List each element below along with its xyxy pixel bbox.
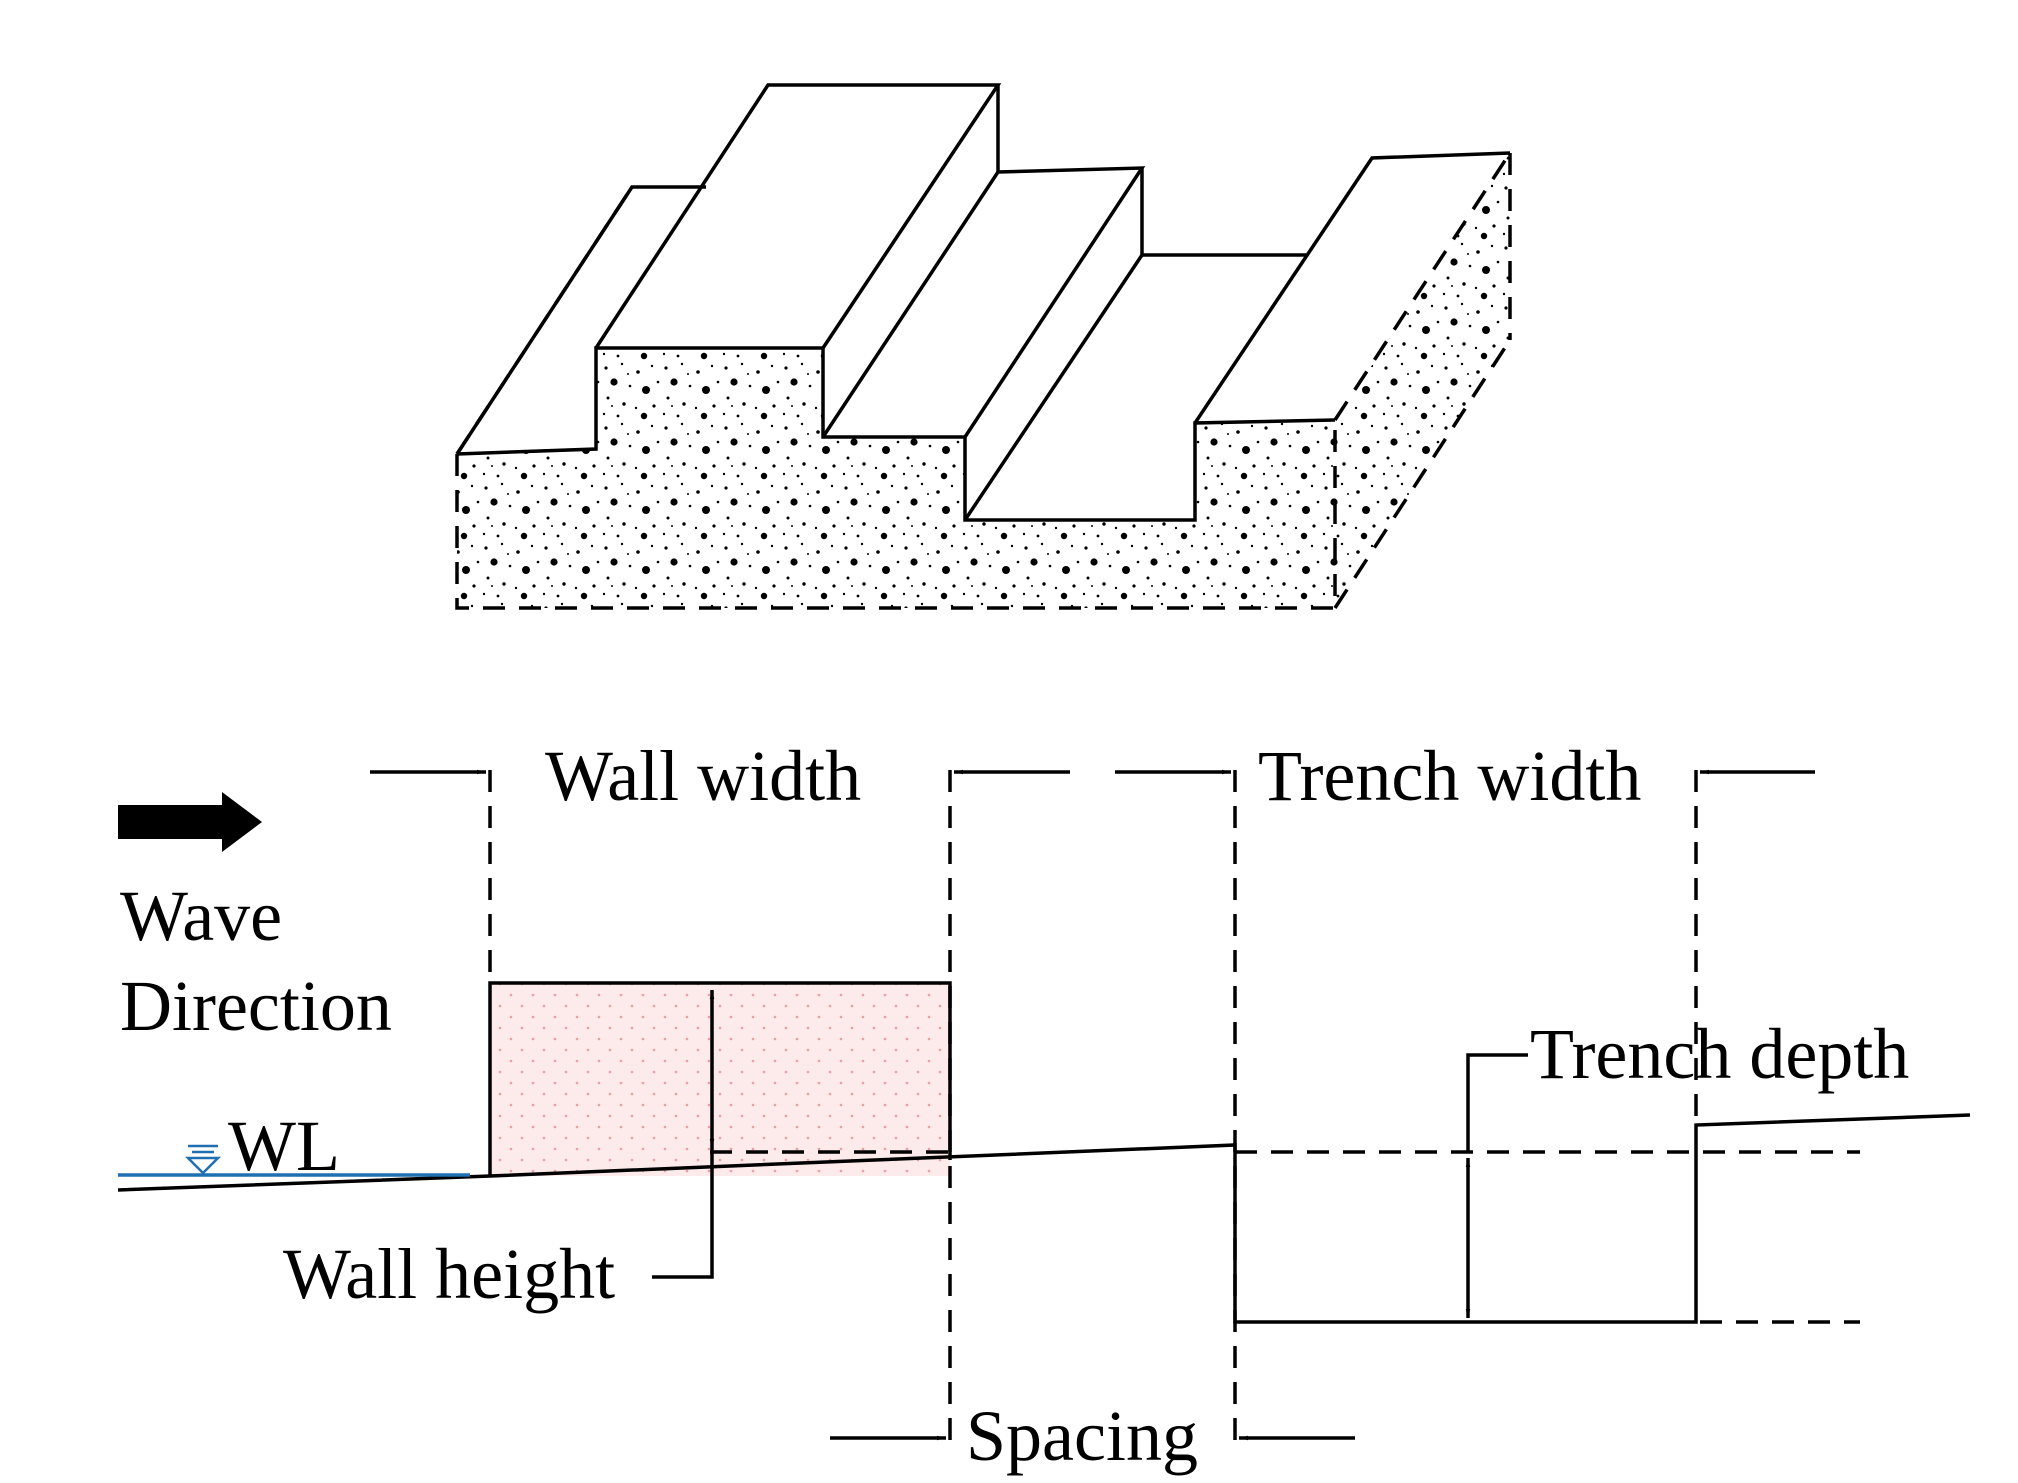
trench-depth-label: Trench depth bbox=[1530, 1014, 1909, 1094]
spacing-label: Spacing bbox=[966, 1396, 1198, 1476]
soil-front-face bbox=[457, 348, 1335, 608]
wall-height-label: Wall height bbox=[283, 1234, 615, 1314]
wall-width-label: Wall width bbox=[545, 736, 861, 816]
wall-body bbox=[490, 983, 950, 1176]
water-level-symbol bbox=[184, 1144, 222, 1175]
soil-side-face bbox=[1335, 153, 1510, 608]
cross-section bbox=[117, 769, 1971, 1441]
water-level-label: WL bbox=[228, 1106, 340, 1186]
wave-direction-label-line1: Wave bbox=[120, 876, 282, 956]
wave-direction-arrow bbox=[118, 792, 262, 852]
trench-width-label: Trench width bbox=[1258, 736, 1641, 816]
wave-direction-label-line2: Direction bbox=[120, 966, 392, 1046]
isometric-view bbox=[455, 83, 1512, 610]
